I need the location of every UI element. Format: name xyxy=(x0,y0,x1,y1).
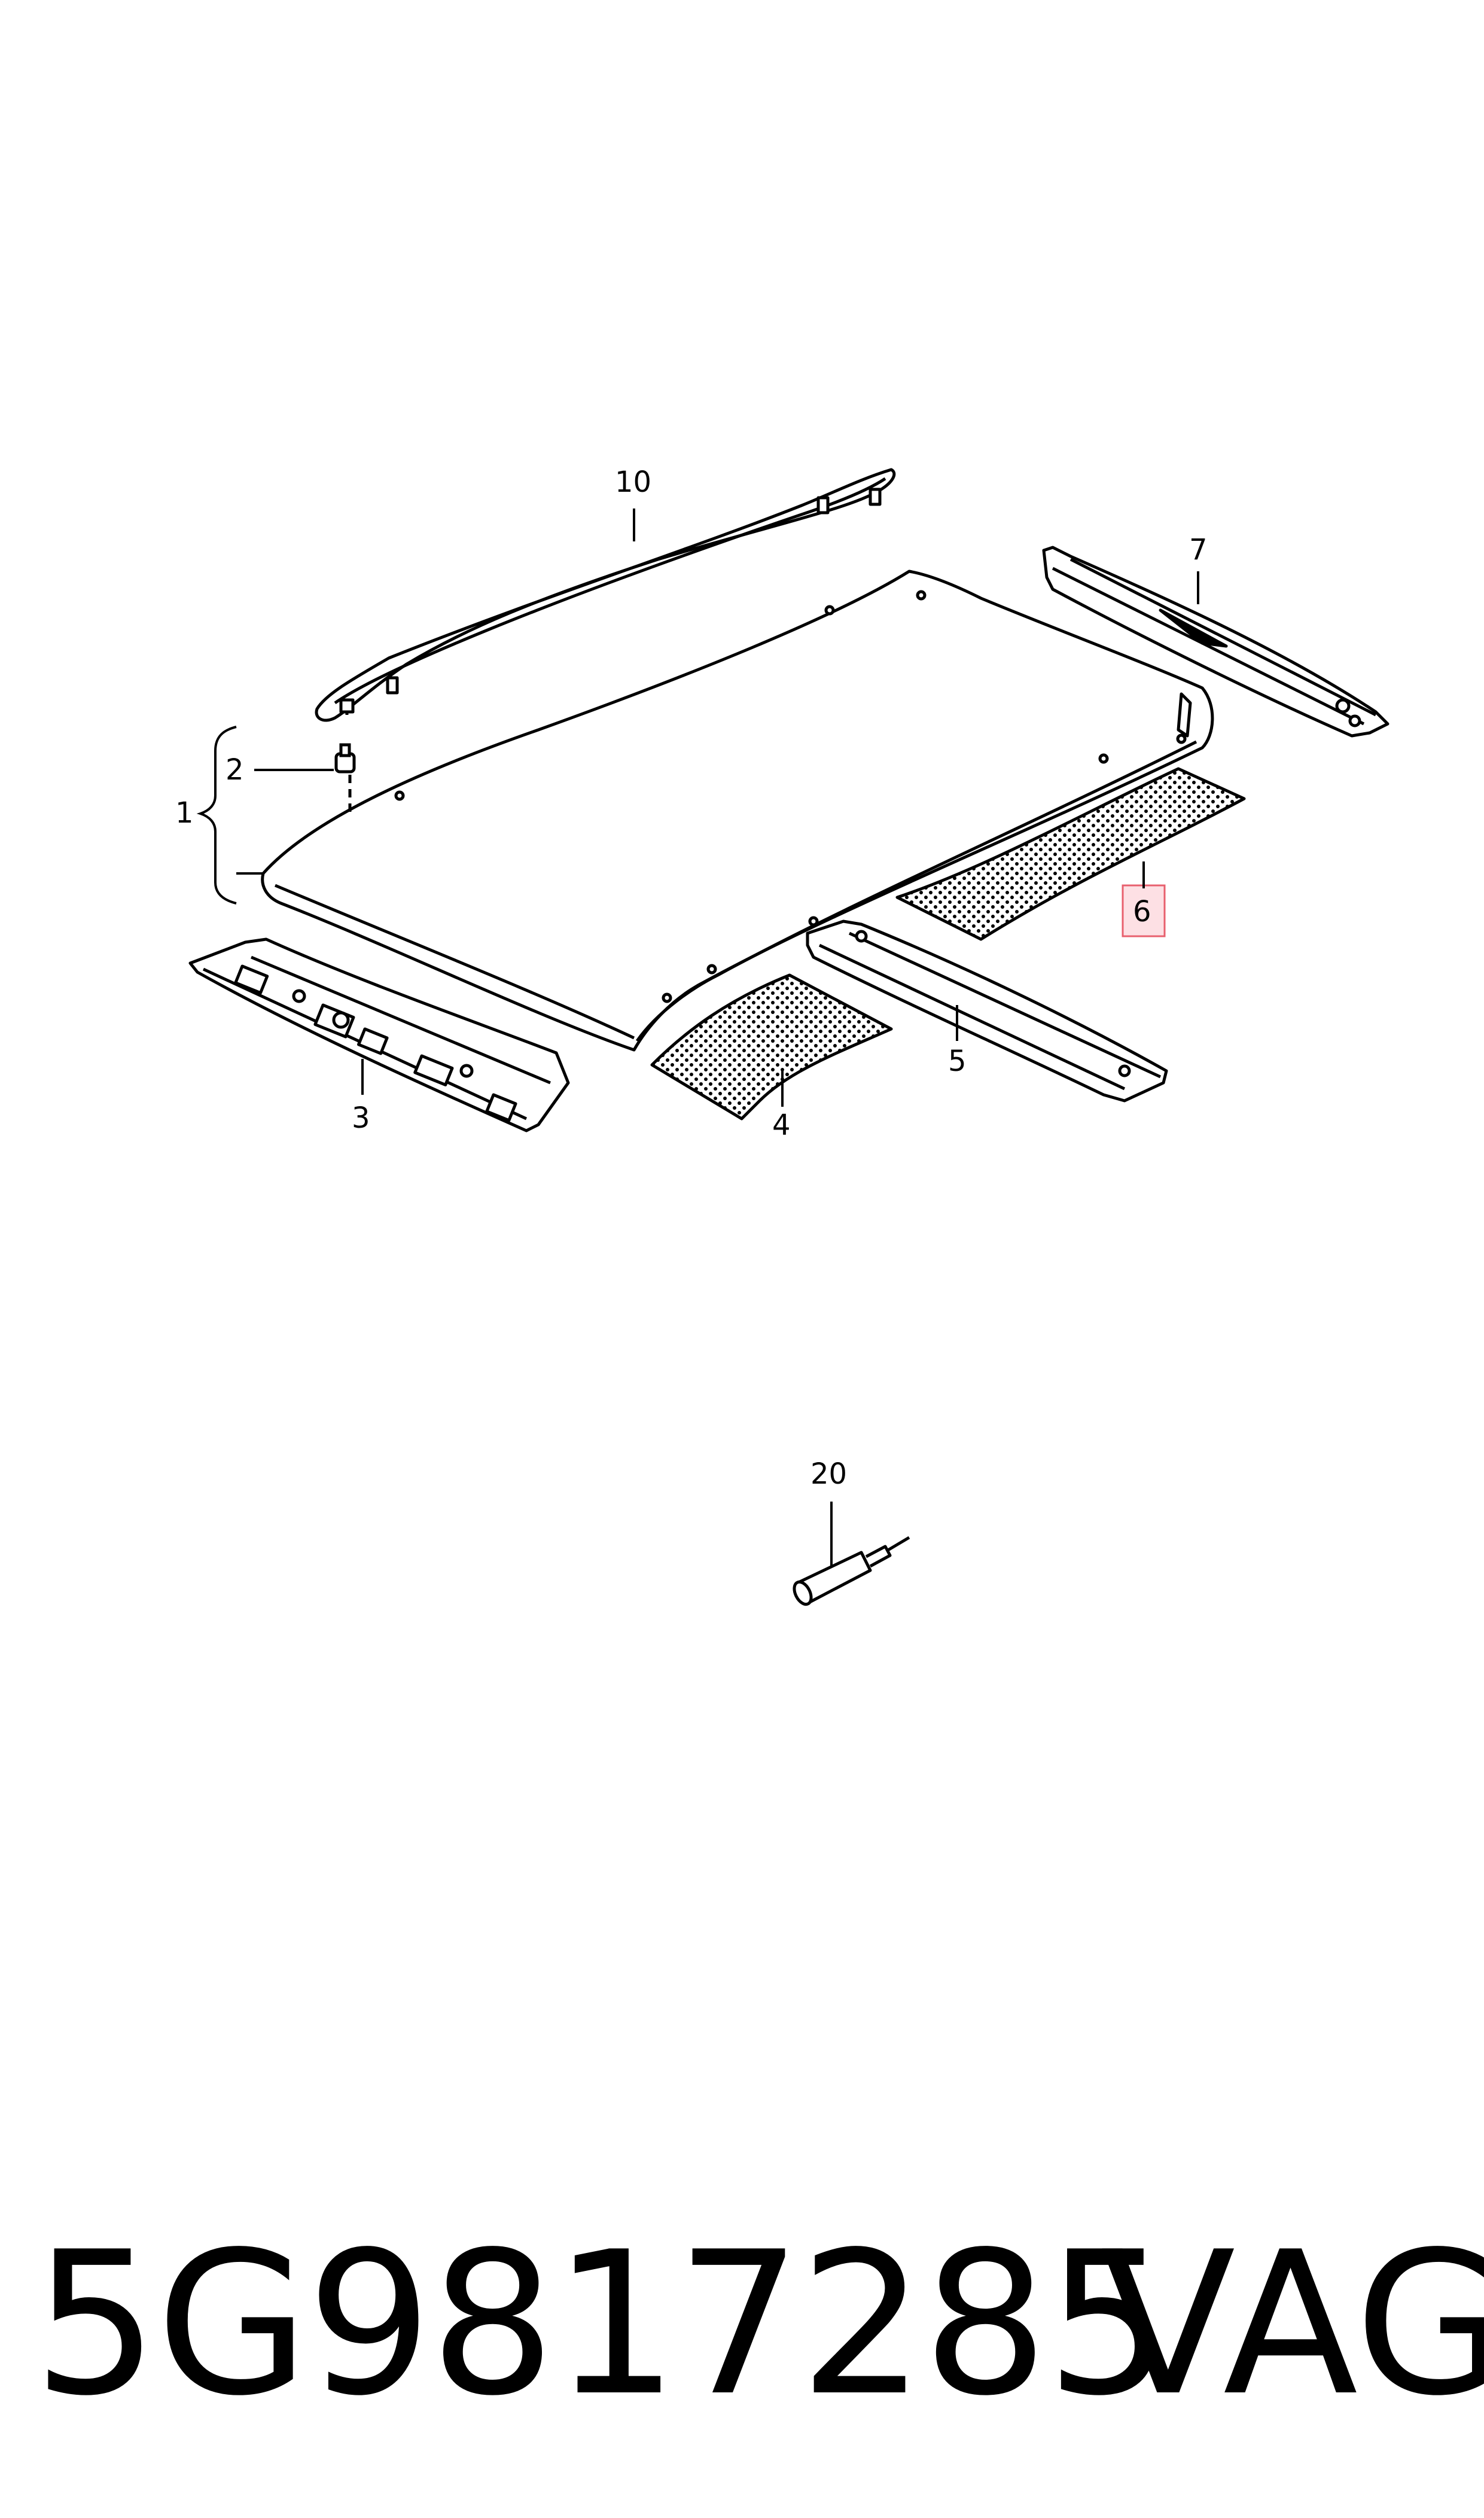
bracket-1 xyxy=(196,726,237,905)
part-4-damping-mat-front xyxy=(650,973,893,1121)
callout-1: 1 xyxy=(175,796,194,830)
callout-2: 2 xyxy=(226,753,244,787)
part-1-roof-panel xyxy=(261,570,1214,1052)
part-3-front-cross-member xyxy=(188,937,570,1132)
part-2-clip xyxy=(334,743,356,817)
part-6-damping-mat-rear xyxy=(895,767,1246,941)
highlight-box-6 xyxy=(1122,884,1166,937)
part-20-sealant-tube xyxy=(793,1536,910,1606)
callout-10: 10 xyxy=(615,465,651,499)
leader-lines xyxy=(236,509,1199,1567)
callout-6: 6 xyxy=(1133,895,1151,928)
part-10-roof-rail xyxy=(315,468,896,722)
part-number: 5G9817285 xyxy=(33,2209,1171,2439)
callout-20: 20 xyxy=(810,1457,847,1491)
part-7-rear-roof-frame xyxy=(1042,546,1389,738)
callout-3: 3 xyxy=(352,1101,370,1135)
brand-label: VAG xyxy=(1101,2209,1484,2439)
callout-5: 5 xyxy=(948,1045,967,1078)
part-5-rear-cross-member xyxy=(806,919,1168,1103)
callout-7: 7 xyxy=(1189,533,1208,567)
callout-4: 4 xyxy=(772,1109,791,1142)
